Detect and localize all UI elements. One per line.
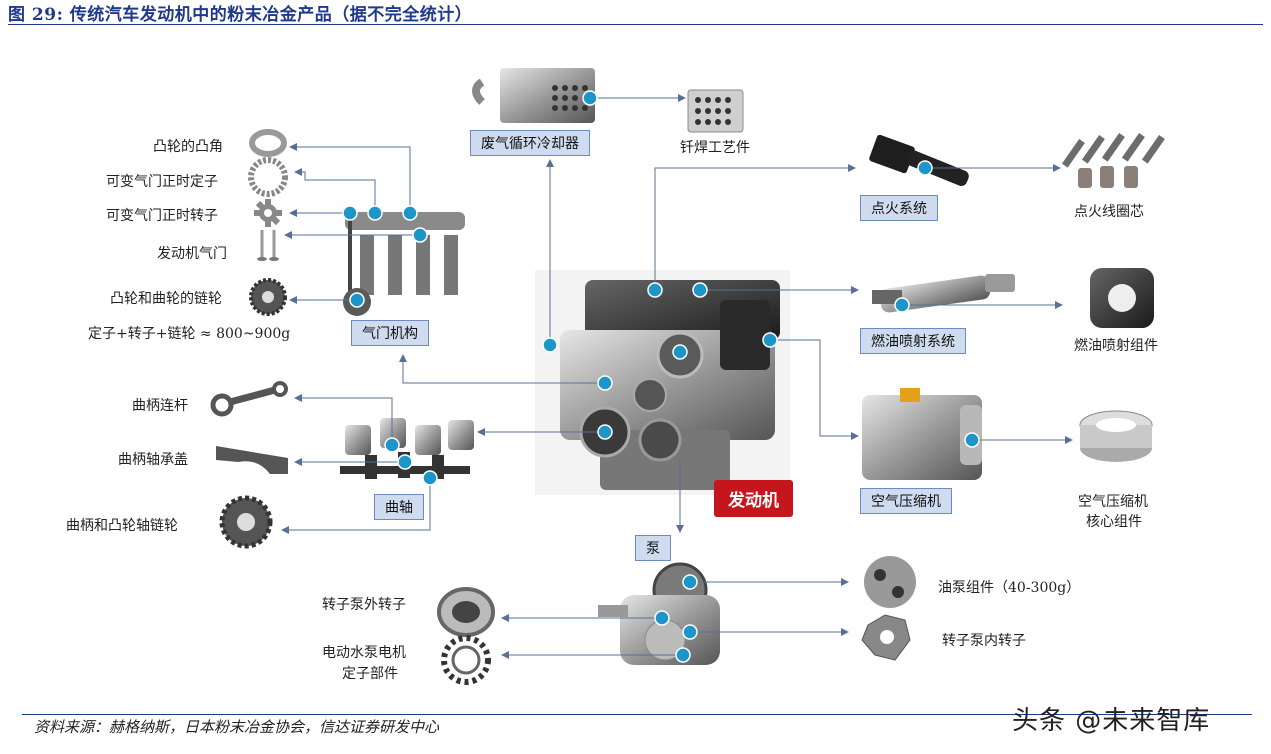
stator-ring-icon <box>441 635 491 685</box>
label-crank-cam-sprocket: 曲柄和凸轮轴链轮 <box>66 518 178 534</box>
tag-pump: 泵 <box>635 535 671 561</box>
tag-crankshaft: 曲轴 <box>374 494 424 520</box>
crankshaft-icon <box>340 418 474 479</box>
marker-dots <box>342 90 980 663</box>
vvt-rotor-icon <box>254 199 282 227</box>
label-cam-crank-sprocket: 凸轮和曲轮的链轮 <box>110 291 222 307</box>
sprocket-icon <box>249 278 287 316</box>
tag-engine: 发动机 <box>714 480 793 517</box>
egr-cooler-icon <box>472 68 595 123</box>
label-compressor-core-1: 空气压缩机 <box>1078 494 1148 510</box>
engine-icon <box>535 270 790 495</box>
figure-title: 图 29: 传统汽车发动机中的粉末冶金产品（据不完全统计） <box>8 5 473 25</box>
label-con-rod: 曲柄连杆 <box>132 398 188 414</box>
tag-egr-cooler: 废气循环冷却器 <box>470 130 590 156</box>
label-compressor-core-2: 核心组件 <box>1086 514 1142 530</box>
tag-valve-train: 气门机构 <box>351 320 429 346</box>
source-rule <box>22 714 1252 715</box>
tag-air-compressor: 空气压缩机 <box>860 488 952 514</box>
bearing-cap-icon <box>216 446 288 474</box>
vvt-stator-icon <box>248 157 288 197</box>
con-rod-icon <box>210 381 288 417</box>
watermark: 头条 @未来智库 <box>1012 706 1211 736</box>
label-outer-rotor: 转子泵外转子 <box>322 597 406 613</box>
label-vvt-stator: 可变气门正时定子 <box>106 174 218 190</box>
label-motor-stator-1: 电动水泵电机 <box>322 645 406 661</box>
label-brazed-part: 钎焊工艺件 <box>680 140 750 156</box>
inner-rotor-icon <box>861 614 911 661</box>
source-note: 资料来源：赫格纳斯，日本粉末冶金协会，信达证券研发中心 <box>34 718 440 736</box>
outer-rotor-icon <box>437 587 495 637</box>
fuel-injector-icon <box>872 274 1015 313</box>
label-cam-lobe: 凸轮的凸角 <box>153 139 223 155</box>
tag-ignition-system: 点火系统 <box>860 195 938 221</box>
coil-core-icon <box>1061 132 1165 188</box>
cam-lobe-icon <box>249 129 287 157</box>
label-motor-stator-2: 定子部件 <box>342 666 398 682</box>
compressor-icon <box>862 388 982 480</box>
compressor-core-icon <box>1079 410 1153 462</box>
label-valve-note: 定子+转子+链轮 ≈ 800~900g <box>88 326 291 342</box>
label-oil-pump: 油泵组件（40-300g） <box>938 580 1081 596</box>
crank-sprocket-icon <box>219 495 273 549</box>
brazed-part-icon <box>687 89 744 133</box>
label-engine-valve: 发动机气门 <box>157 246 227 262</box>
valve-icon <box>257 230 279 261</box>
label-coil-core: 点火线圈芯 <box>1074 204 1144 220</box>
label-injector-component: 燃油喷射组件 <box>1074 338 1158 354</box>
ignition-coil-icon <box>869 134 969 186</box>
oil-pump-part-icon <box>864 556 916 608</box>
tag-fuel-injection: 燃油喷射系统 <box>860 328 966 354</box>
title-rule <box>8 24 1263 25</box>
label-inner-rotor: 转子泵内转子 <box>942 633 1026 649</box>
label-vvt-rotor: 可变气门正时转子 <box>106 208 218 224</box>
injector-component-icon <box>1090 268 1154 328</box>
label-bearing-cap: 曲柄轴承盖 <box>118 452 188 468</box>
